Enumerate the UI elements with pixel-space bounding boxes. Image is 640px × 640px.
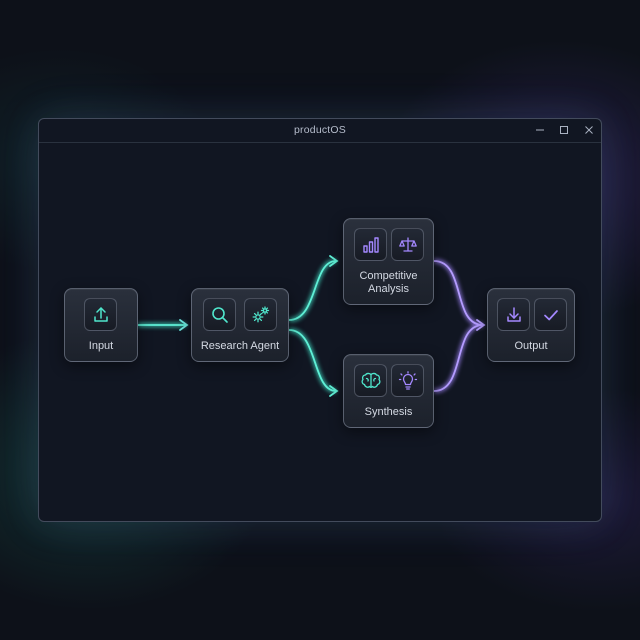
scales-icon bbox=[391, 228, 424, 261]
node-competitive-label-line1: Competitive bbox=[359, 270, 418, 282]
lightbulb-icon bbox=[391, 364, 424, 397]
bar-chart-icon bbox=[354, 228, 387, 261]
download-icon bbox=[497, 298, 530, 331]
edge-research-competitive-arrow bbox=[329, 255, 339, 267]
gears-icon bbox=[244, 298, 277, 331]
node-output[interactable]: Output bbox=[487, 288, 575, 362]
node-research-agent[interactable]: Research Agent bbox=[191, 288, 289, 362]
checkmark-icon bbox=[534, 298, 567, 331]
node-input-label: Input bbox=[88, 340, 114, 352]
edge-research-synthesis bbox=[288, 329, 337, 392]
node-input[interactable]: Input bbox=[64, 288, 138, 362]
edge-competitive-output bbox=[433, 260, 484, 326]
node-output-label: Output bbox=[514, 340, 548, 352]
title-bar: productOS bbox=[39, 119, 601, 143]
node-synthesis[interactable]: Synthesis bbox=[343, 354, 434, 428]
maximize-icon[interactable] bbox=[555, 121, 573, 139]
minimize-icon[interactable] bbox=[531, 121, 549, 139]
node-competitive-analysis[interactable]: Competitive Analysis bbox=[343, 218, 434, 305]
brain-icon bbox=[354, 364, 387, 397]
edge-research-competitive bbox=[288, 260, 337, 321]
close-icon[interactable] bbox=[580, 121, 598, 139]
upload-icon bbox=[84, 298, 117, 331]
node-synthesis-label: Synthesis bbox=[364, 406, 413, 418]
node-research-agent-label: Research Agent bbox=[200, 340, 280, 352]
edge-synthesis-output bbox=[433, 324, 484, 392]
search-icon bbox=[203, 298, 236, 331]
node-competitive-label-line2: Analysis bbox=[368, 283, 409, 295]
window-title: productOS bbox=[294, 124, 346, 136]
edge-input-research-arrow bbox=[179, 319, 189, 331]
edge-output-arrow bbox=[476, 319, 486, 331]
edge-research-synthesis-arrow bbox=[329, 385, 339, 397]
